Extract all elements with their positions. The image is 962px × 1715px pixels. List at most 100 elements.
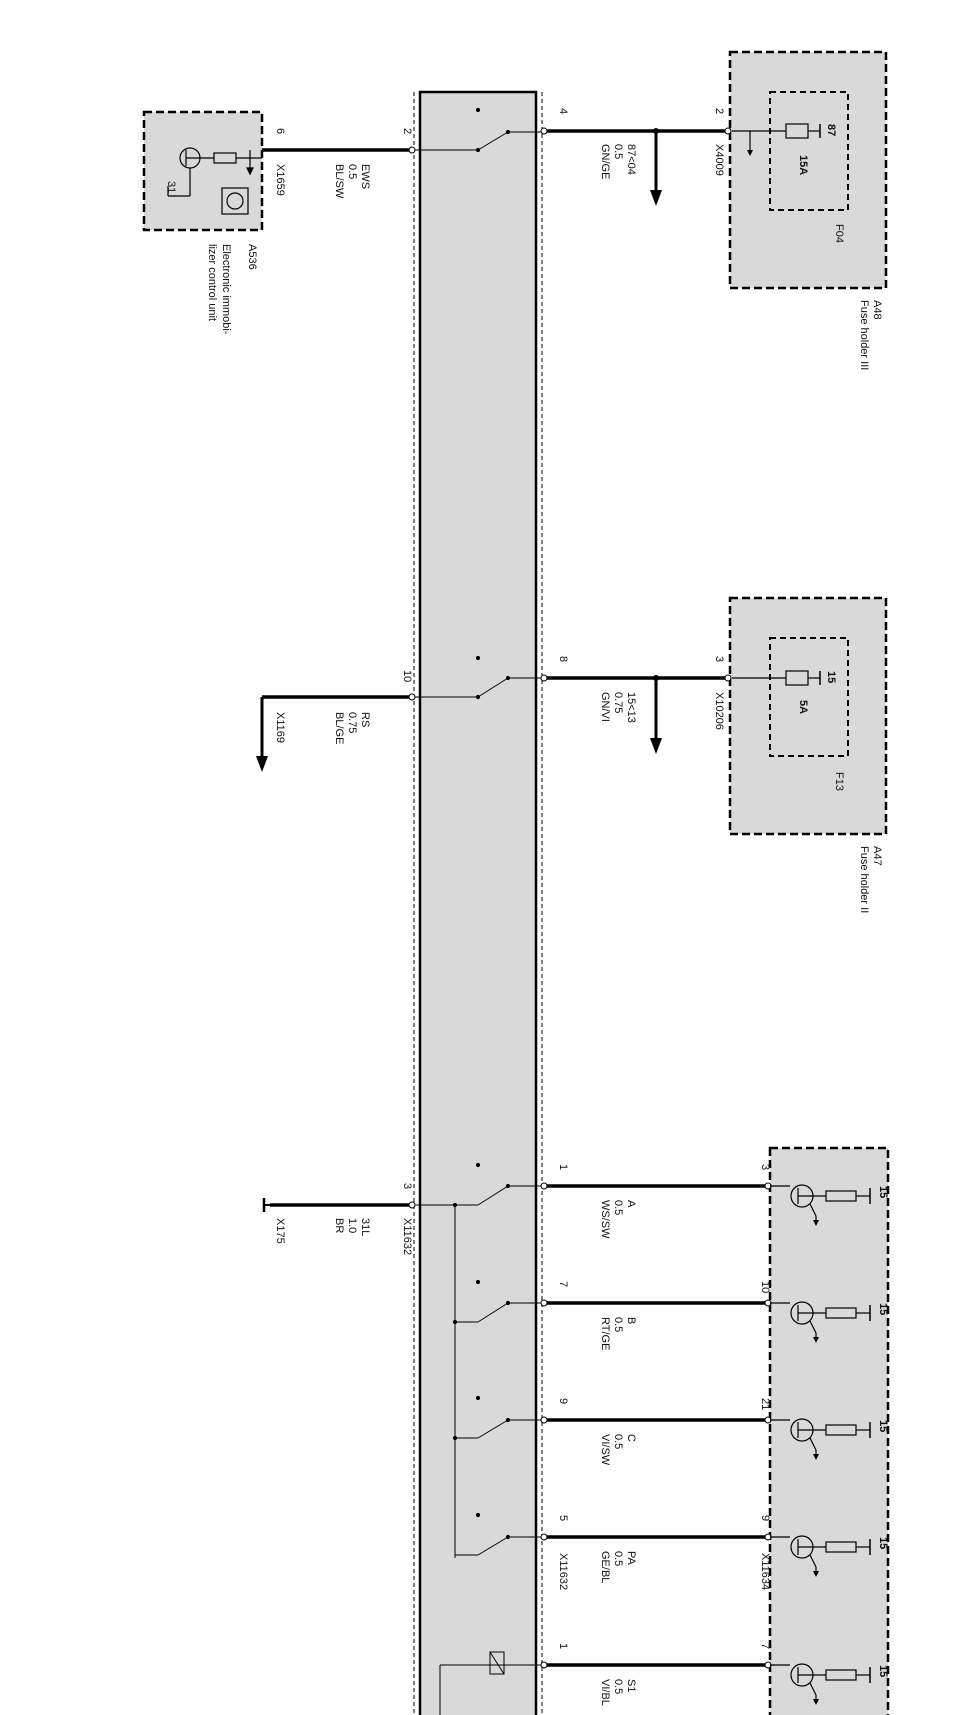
- a47-fuse-terminal: 15: [825, 671, 837, 683]
- 31l-module-terminal: [408, 1201, 416, 1209]
- ground-arrow-icon: [813, 1220, 819, 1226]
- rs-connector: X1169: [274, 712, 286, 743]
- ews-module-pin: 2: [401, 128, 413, 134]
- a48-pin: 2: [713, 108, 725, 114]
- 31l-connector: X11632: [401, 1218, 413, 1255]
- a47-wire-sig: 15<13: [625, 692, 637, 723]
- right-row-module-pin: 9: [557, 1398, 569, 1404]
- right-row-module-pin: 7: [557, 1281, 569, 1287]
- right-row-supply: 15: [877, 1665, 889, 1677]
- ground-arrow-icon: [813, 1699, 819, 1705]
- right-module-connector: X11632: [557, 1553, 569, 1590]
- a536-connector: X1659: [274, 164, 286, 196]
- right-row-conn-pin: 3: [759, 1164, 771, 1170]
- 31l-ground: X175: [274, 1218, 286, 1244]
- right-row-module-terminal: [540, 1182, 548, 1190]
- ews-sig: EWS: [359, 164, 371, 189]
- right-row-sig: A: [625, 1200, 637, 1208]
- right-row-size: 0.5: [612, 1679, 624, 1694]
- right-rows-layer: 1A0.5WS/SW3157B0.5RT/GE10159C0.5VI/SW211…: [540, 1164, 889, 1706]
- 31l-color: BR: [333, 1218, 345, 1233]
- a48-name: Fuse holder III: [858, 300, 870, 370]
- right-row-color: VI/SW: [599, 1434, 611, 1466]
- f04-fuse-box: [769, 91, 849, 211]
- f13-fuse-box: [769, 637, 849, 757]
- right-row-module-pin: 1: [557, 1643, 569, 1649]
- ews-size: 0.5: [346, 164, 358, 179]
- a48-wire-sig: 87<04: [625, 144, 637, 175]
- rs-module-pin: 10: [401, 670, 413, 682]
- ground-arrow-icon: [813, 1454, 819, 1460]
- a48-fuse-terminal: 87: [825, 124, 837, 136]
- right-row-module-terminal: [540, 1661, 548, 1669]
- right-row-conn-pin: 9: [759, 1515, 771, 1521]
- module-switches: [412, 107, 542, 1715]
- a47-wire-color: GN/VI: [599, 692, 611, 722]
- a536-ground-pin: 31: [165, 181, 177, 193]
- a47-module-pin: 8: [557, 656, 569, 662]
- a47-fuse-rating: 5A: [797, 700, 809, 714]
- right-row-conn-pin: 10: [759, 1281, 771, 1293]
- a48-box: [728, 50, 888, 290]
- 31l-sig: 31L: [359, 1218, 371, 1236]
- ground-arrow-icon: [813, 1337, 819, 1343]
- a47-box: [728, 596, 888, 836]
- a47-wire-size: 0.75: [612, 692, 624, 713]
- right-box-connector: X11634: [759, 1553, 771, 1590]
- right-row-module-terminal: [540, 1533, 548, 1541]
- a48-module-pin: 4: [557, 108, 569, 114]
- a48-fuse-rating: 15A: [797, 155, 809, 175]
- a48-branch-arrow: [650, 190, 662, 206]
- right-row-conn-pin: 21: [759, 1398, 771, 1410]
- right-row-module-pin: 5: [557, 1515, 569, 1521]
- right-row-sig: B: [625, 1317, 637, 1324]
- right-row-supply: 15: [877, 1420, 889, 1432]
- right-row-color: VI/BL: [599, 1679, 611, 1706]
- a48-wire-color: GN/GE: [599, 144, 611, 179]
- ground-arrow-icon: [813, 1571, 819, 1577]
- rs-color: BL/GE: [333, 712, 345, 744]
- a48-wire-size: 0.5: [612, 144, 624, 159]
- a536-name-line1: Electronic immobi-: [220, 244, 232, 335]
- right-row-size: 0.5: [612, 1551, 624, 1566]
- right-row-color: GE/BL: [599, 1551, 611, 1583]
- ews-module-terminal: [408, 146, 416, 154]
- 31l-size: 1.0: [346, 1218, 358, 1233]
- a536-pin: 6: [274, 128, 286, 134]
- central-module-block: [418, 90, 538, 1715]
- right-row-module-pin: 1: [557, 1164, 569, 1170]
- right-row-supply: 15: [877, 1537, 889, 1549]
- right-row-size: 0.5: [612, 1317, 624, 1332]
- rs-size: 0.75: [346, 712, 358, 733]
- right-row-module-terminal: [540, 1416, 548, 1424]
- ews-color: BL/SW: [333, 164, 345, 199]
- a47-fuse-ref: F13: [833, 772, 845, 791]
- sensor-box: [768, 1146, 890, 1715]
- a536-ref: A536: [246, 244, 258, 270]
- a47-ref: A47: [871, 846, 883, 866]
- right-row-supply: 15: [877, 1303, 889, 1315]
- right-row-conn-pin: 7: [759, 1643, 771, 1649]
- right-row-sig: S1: [625, 1679, 637, 1692]
- right-row-size: 0.5: [612, 1434, 624, 1449]
- right-row: 7B0.5RT/GE 10 15: [540, 1281, 889, 1350]
- 31l-module-pin: 3: [401, 1183, 413, 1189]
- a47-connector: X10206: [713, 692, 725, 730]
- a536-name-line2: lizer control unit: [206, 244, 218, 321]
- a48-connector: X4009: [713, 144, 725, 176]
- right-row-module-terminal: [540, 1299, 548, 1307]
- a536-internals: [167, 147, 262, 215]
- a48-fuse-ref: F04: [833, 224, 845, 243]
- a536-box: [142, 110, 264, 232]
- a47-name: Fuse holder II: [858, 846, 870, 913]
- rs-module-terminal: [408, 693, 416, 701]
- right-row-color: RT/GE: [599, 1317, 611, 1350]
- a47-pin: 3: [713, 656, 725, 662]
- right-row-supply: 15: [877, 1186, 889, 1198]
- right-row-size: 0.5: [612, 1200, 624, 1215]
